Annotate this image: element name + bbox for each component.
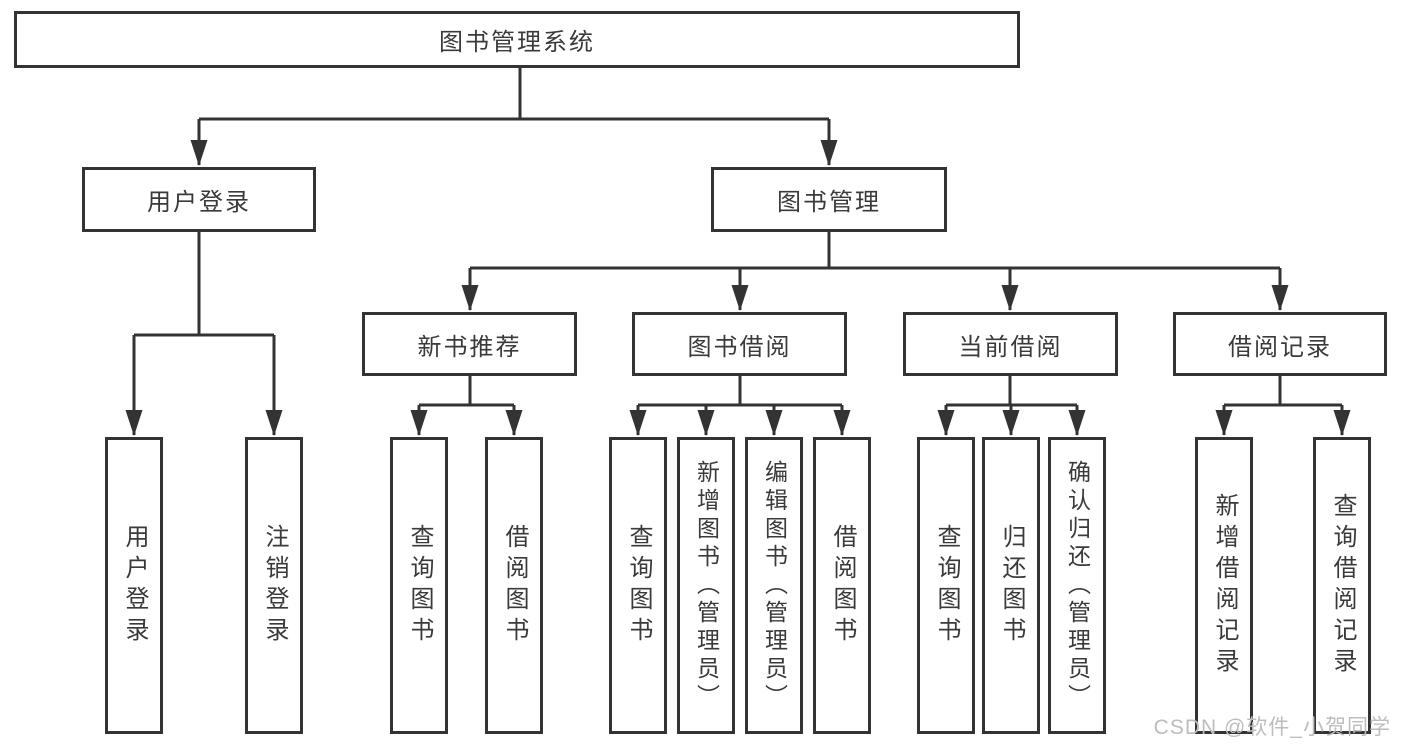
leaf-borrow-query-books: 查询图书 [609,437,667,734]
node-book-management: 图书管理 [711,167,947,232]
node-book-borrowing: 图书借阅 [632,312,847,376]
node-current-borrowing: 当前借阅 [903,312,1118,376]
leaf-confirm-return-admin: 确认归还（管理员） [1048,437,1106,734]
leaf-logout: 注销登录 [245,437,303,734]
leaf-query-borrow-record: 查询借阅记录 [1313,437,1371,734]
leaf-user-login: 用户登录 [105,437,163,734]
leaf-newrec-query-books: 查询图书 [390,437,448,734]
leaf-add-books-admin: 新增图书（管理员） [677,437,735,734]
leaf-borrow-books: 借阅图书 [813,437,871,734]
node-borrowing-records: 借阅记录 [1173,312,1387,376]
node-library-management-system: 图书管理系统 [14,11,1020,68]
leaf-newrec-borrow-books: 借阅图书 [485,437,543,734]
leaf-add-borrow-record: 新增借阅记录 [1195,437,1253,734]
leaf-edit-books-admin: 编辑图书（管理员） [745,437,803,734]
leaf-current-query-books: 查询图书 [917,437,975,734]
leaf-return-books: 归还图书 [982,437,1040,734]
node-user-login: 用户登录 [82,167,316,232]
node-new-book-recommendation: 新书推荐 [362,312,577,376]
